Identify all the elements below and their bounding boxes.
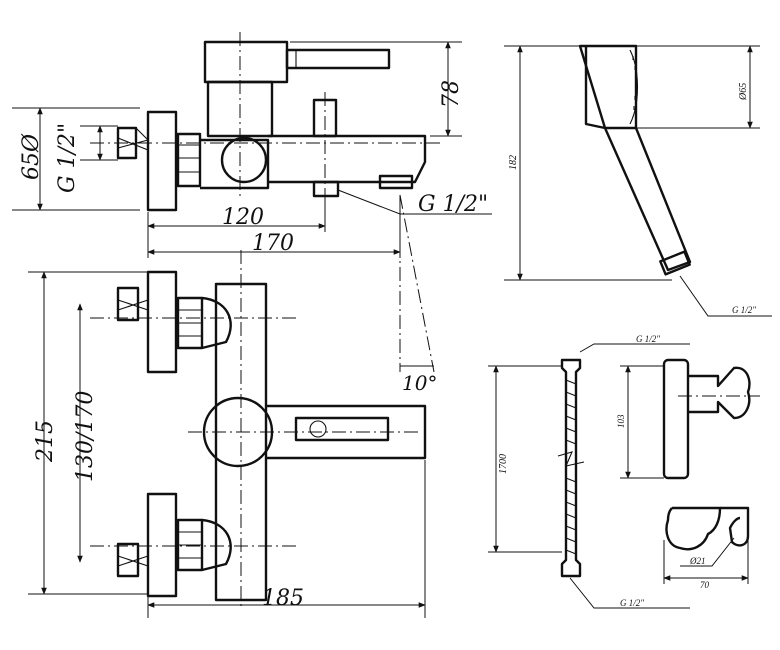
dim-centers-label: 130/170	[73, 391, 98, 482]
mixer-front-view: 215 130/170 185	[28, 250, 427, 618]
dim-o21-leader	[680, 537, 735, 567]
front-nut-top-lines	[178, 309, 202, 337]
front-inlet-top	[116, 286, 140, 322]
holder-plate	[662, 358, 690, 480]
dim-angle-label: 10°	[402, 371, 437, 395]
dim-182-ext	[504, 45, 672, 281]
front-spout	[266, 404, 427, 460]
holder-clip	[720, 506, 750, 547]
dim-65-ext	[12, 107, 140, 211]
side-body-circle	[220, 136, 268, 184]
front-inlet-top-hatch	[117, 299, 149, 311]
dim-1700-ext	[488, 365, 562, 553]
hose-break-mark	[557, 451, 585, 467]
hand-shower-view: 182 Ø65 G 1/2"	[504, 44, 772, 317]
side-nut-lines	[178, 144, 200, 173]
dim-182-label: 182	[508, 155, 519, 170]
mixer-side-view: 65Ø G 1/2" 78 G 1/2" 120 170 10°	[12, 32, 492, 395]
side-spout	[268, 134, 427, 184]
front-nut-bottom-lines	[178, 531, 202, 559]
dim-65-label: 65Ø	[19, 133, 44, 180]
shower-handle	[584, 46, 692, 272]
dim-hose-bottom-label: G 1/2"	[620, 598, 644, 608]
dim-170-label: 170	[252, 231, 294, 256]
side-nut	[176, 132, 202, 188]
shower-head	[578, 44, 638, 130]
hose-rings	[565, 379, 577, 555]
dim-215-label: 215	[33, 420, 58, 463]
dim-215-ext	[28, 271, 148, 595]
front-inlet-bottom	[116, 542, 140, 578]
dim-120-label: 120	[222, 205, 264, 230]
jet-angled	[399, 194, 435, 373]
dim-103-ext	[620, 365, 664, 479]
dim-70-label: 70	[700, 580, 710, 590]
dim-o21-label: Ø21	[689, 556, 706, 566]
dim-103-label: 103	[616, 414, 626, 428]
front-inlet-bottom-hatch	[117, 555, 149, 567]
front-arm-top	[201, 296, 232, 350]
dim-o65-ext	[636, 45, 760, 129]
front-lever-pin	[309, 420, 327, 438]
dim-78-label: 78	[439, 80, 464, 108]
shower-nozzles	[632, 56, 637, 110]
dim-hose-bottom-leader	[569, 577, 690, 609]
wall-holder-view: 103 Ø21 70	[616, 358, 760, 590]
side-lever-handle	[285, 48, 391, 70]
shower-thread	[659, 250, 691, 276]
side-lever-cap	[203, 40, 289, 84]
dim-hose-top-leader	[579, 343, 690, 353]
dim-hose-top-label: G 1/2"	[636, 334, 660, 344]
holder-cradle	[688, 366, 751, 420]
front-lever	[294, 416, 390, 442]
side-spout-aerator	[378, 174, 414, 190]
side-wall-flange	[146, 110, 178, 212]
side-shower-outlet	[312, 180, 340, 198]
hose-body	[560, 358, 582, 578]
hose-view: 1700 G 1/2" G 1/2"	[488, 334, 690, 609]
front-flange-bottom	[146, 492, 178, 598]
side-inlet-hatch	[117, 127, 149, 151]
dim-shower-thread-label: G 1/2"	[732, 305, 756, 315]
dim-outlet-thread-label: G 1/2"	[418, 192, 488, 217]
dim-o65-label: Ø65	[738, 83, 749, 101]
front-arm-bottom	[201, 518, 232, 572]
dim-78-ext	[290, 41, 462, 137]
dim-inlet-thread-label: G 1/2"	[55, 123, 80, 193]
dim-1700-label: 1700	[498, 454, 509, 474]
shower-nozzle-face	[629, 49, 638, 125]
dim-185-label: 185	[262, 586, 304, 611]
holder-top-view	[665, 506, 722, 551]
front-flange-top	[146, 270, 178, 374]
dim-shower-thread-leader	[679, 275, 772, 317]
